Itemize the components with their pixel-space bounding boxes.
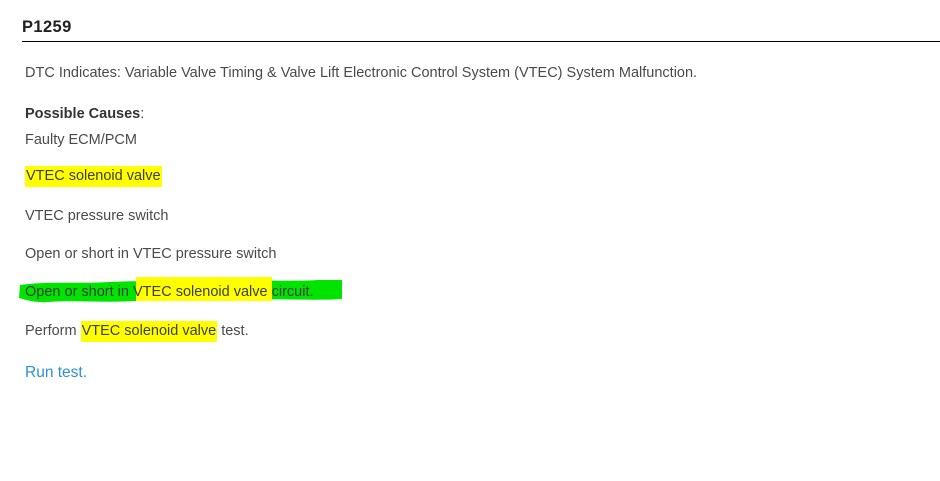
yellow-highlight-text: VTEC solenoid valve <box>25 166 162 187</box>
cause-item: Faulty ECM/PCM <box>25 130 137 151</box>
title-block: P1259 <box>22 17 940 42</box>
cause-item: Open or short in VTEC pressure switch <box>25 244 276 265</box>
dtc-description: DTC Indicates: Variable Valve Timing & V… <box>25 65 698 81</box>
yellow-highlight-text: VTEC solenoid valve <box>80 321 218 342</box>
cause-text: Open or short in VTEC solenoid valve cir… <box>25 284 314 300</box>
cause-item: VTEC pressure switch <box>25 206 168 227</box>
cause-text: Open or short in VTEC pressure switch <box>25 246 277 262</box>
perform-prefix: Perform <box>25 323 81 339</box>
run-test-link[interactable]: Run test. <box>25 364 88 381</box>
perform-suffix: test. <box>217 323 249 339</box>
cause-text: Faulty ECM/PCM <box>25 132 137 148</box>
perform-test-line: Perform VTEC solenoid valve test. <box>25 321 249 342</box>
cause-item-double-highlighted: Open or short in VTEC solenoid valve cir… <box>25 282 314 303</box>
possible-causes-colon: : <box>140 106 145 122</box>
possible-causes-label: Possible Causes <box>25 106 141 122</box>
cause-text: VTEC pressure switch <box>25 208 169 224</box>
page-title: P1259 <box>22 18 72 36</box>
possible-causes-heading: Possible Causes: <box>25 104 144 124</box>
cause-item-highlighted: VTEC solenoid valve <box>25 166 162 187</box>
title-divider <box>22 41 940 42</box>
